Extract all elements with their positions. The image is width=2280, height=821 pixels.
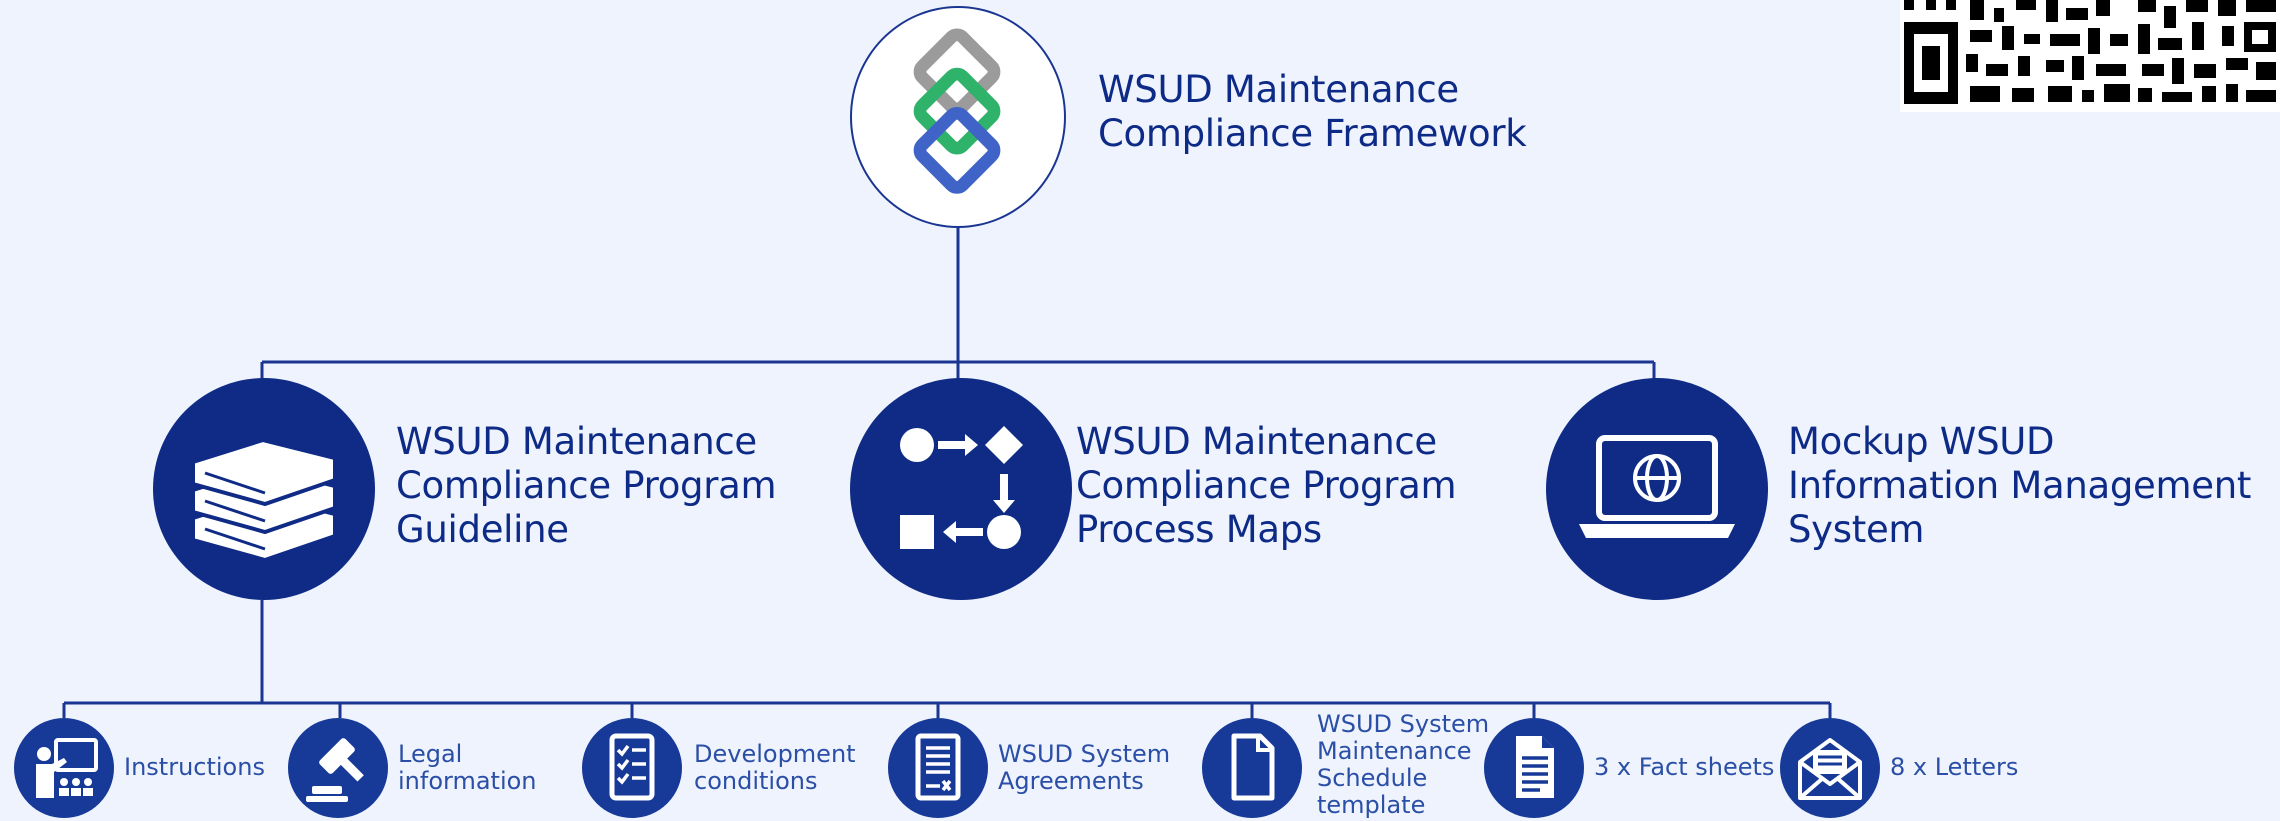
development-conditions-label: Development conditions — [694, 740, 856, 795]
text-document-icon — [1516, 736, 1554, 798]
system-agreements-label: WSUD System Agreements — [998, 740, 1171, 795]
maintenance-schedule-label: WSUD System Maintenance Schedule templat… — [1317, 710, 1490, 819]
development-conditions-node — [582, 718, 682, 818]
envelope-letter-icon — [1798, 738, 1862, 800]
instructions-node — [14, 718, 114, 818]
letters-label: 8 x Letters — [1890, 753, 2019, 781]
letters-node — [1780, 718, 1880, 818]
process-maps-node — [850, 378, 1072, 600]
guideline-node — [153, 378, 375, 600]
process-flow-icon — [900, 426, 1023, 549]
fact-sheets-node — [1484, 718, 1584, 818]
maintenance-schedule-node — [1202, 718, 1302, 818]
checklist-icon — [609, 733, 655, 801]
information-system-node — [1546, 378, 1768, 600]
chain-links-logo — [913, 28, 1001, 194]
legal-information-node — [288, 718, 388, 818]
information-system-title: Mockup WSUD Information Management Syste… — [1788, 420, 2252, 551]
qr-code-icon — [1900, 0, 2280, 112]
root-title: WSUD Maintenance Compliance Framework — [1098, 68, 1527, 155]
books-icon — [191, 437, 337, 563]
teacher-presentation-icon — [36, 738, 98, 798]
system-agreements-node — [888, 718, 988, 818]
instructions-label: Instructions — [124, 753, 265, 781]
process-maps-title: WSUD Maintenance Compliance Program Proc… — [1076, 420, 1457, 551]
guideline-title: WSUD Maintenance Compliance Program Guid… — [396, 420, 777, 551]
root-node — [850, 6, 1066, 228]
agreement-document-icon — [915, 733, 961, 801]
blank-document-icon — [1231, 733, 1275, 801]
legal-information-label: Legal information — [398, 740, 537, 795]
laptop-globe-icon — [1579, 435, 1735, 538]
fact-sheets-label: 3 x Fact sheets — [1594, 753, 1775, 781]
gavel-icon — [306, 738, 364, 802]
qr-code[interactable] — [1900, 0, 2280, 112]
